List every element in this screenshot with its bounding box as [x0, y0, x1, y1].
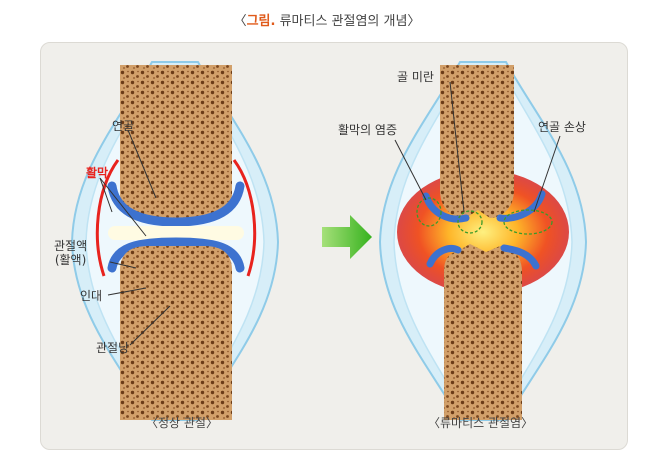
ra-joint — [378, 61, 588, 421]
lower-cartilage — [107, 237, 245, 273]
inflammation-area — [397, 170, 569, 294]
caption-normal-joint: 〈정상 관절〉 — [146, 416, 218, 430]
label-joint-capsule: 관절낭 — [96, 341, 130, 355]
ra-lower-bone — [444, 244, 522, 420]
synovium-right — [232, 159, 257, 277]
label-synovial-fluid-line2: (활액) — [54, 253, 87, 267]
figure-title-accent: 그림. — [246, 14, 276, 29]
ra-upper-cartilage — [422, 190, 546, 223]
label-synovium: 활막 — [86, 166, 109, 180]
label-synovitis: 활막의 염증 — [338, 123, 398, 137]
synovial-fluid — [108, 226, 244, 240]
label-synovial-fluid: 관절액 (활액) — [54, 239, 87, 267]
normal-leader-lines — [99, 129, 171, 346]
ra-upper-bone — [440, 65, 514, 218]
label-synovial-fluid-line1: 관절액 — [54, 239, 88, 253]
label-ligament: 인대 — [80, 289, 103, 303]
lower-bone — [120, 246, 232, 420]
ra-lower-cartilage — [426, 244, 540, 270]
ra-highlight-ellipses — [416, 197, 553, 235]
caption-ra-joint: 〈류마티스 관절염〉 — [428, 416, 534, 430]
right-arrow-icon — [322, 215, 372, 259]
upper-bone — [120, 65, 232, 220]
figure-title: 〈그림. 류마티스 관절염의 개념〉 — [233, 14, 421, 29]
label-bone-erosion: 골 미란 — [397, 70, 434, 84]
ra-leader-lines — [394, 81, 561, 213]
normal-joint — [70, 61, 280, 421]
synovium-left — [95, 159, 120, 277]
label-cartilage-damage: 연골 손상 — [538, 120, 586, 134]
label-cartilage: 연골 — [112, 119, 135, 133]
upper-cartilage — [107, 181, 245, 227]
